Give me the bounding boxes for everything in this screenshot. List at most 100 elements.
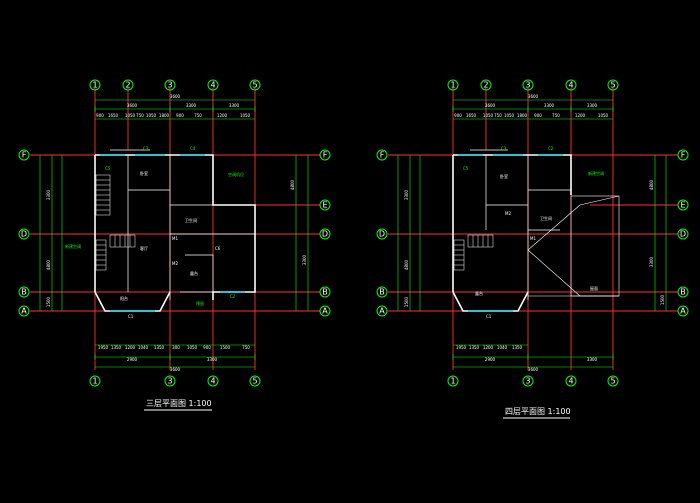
room-label: 卧室 [500, 173, 508, 179]
svg-text:1350: 1350 [512, 345, 523, 350]
axis-bubble: 2 [480, 79, 492, 91]
axis-bubble: D [319, 228, 331, 240]
svg-text:1800: 1800 [159, 113, 170, 118]
stair [95, 174, 136, 271]
svg-text:E: E [680, 201, 685, 210]
svg-text:5: 5 [610, 81, 615, 90]
axis-bubble: A [18, 305, 30, 317]
annotation: 预留 [196, 300, 204, 306]
label: C5 [105, 166, 111, 171]
svg-text:1: 1 [92, 377, 97, 386]
axis-bubble: B [376, 286, 388, 298]
label: C5 [463, 166, 469, 171]
svg-text:1650: 1650 [108, 113, 119, 118]
svg-text:1200: 1200 [575, 113, 586, 118]
third-floor-plan: 1 2 3 4 5 1 3 4 5 F D B A F E D B A [18, 79, 331, 411]
axis-bubble: D [18, 228, 30, 240]
svg-text:900: 900 [454, 113, 462, 118]
svg-text:1350: 1350 [111, 345, 122, 350]
room-label: 露台 [190, 270, 198, 276]
walls [452, 149, 572, 312]
svg-text:3: 3 [167, 81, 172, 90]
axis-bubble: 3 [164, 79, 176, 91]
bottom-dimensions: 1950 1350 1200 1040 1350 2900 3300 3600 [452, 344, 614, 372]
svg-text:F: F [681, 151, 686, 160]
svg-text:3: 3 [525, 377, 530, 386]
top-axis-bubbles: 1 2 3 4 5 [447, 79, 619, 91]
svg-text:3300: 3300 [302, 254, 307, 265]
fourth-floor-plan: 1 2 3 4 5 1 3 4 5 F D B A F E D B A 3600 [376, 79, 689, 419]
svg-text:3300: 3300 [544, 103, 555, 108]
axis-bubble: 5 [249, 375, 261, 387]
svg-text:2900: 2900 [127, 357, 138, 362]
horizontal-axis-lines [30, 154, 320, 312]
svg-text:3: 3 [525, 81, 530, 90]
svg-text:F: F [22, 151, 27, 160]
svg-text:1500: 1500 [46, 296, 51, 307]
svg-text:4: 4 [568, 81, 573, 90]
svg-text:5: 5 [252, 377, 257, 386]
svg-text:1040: 1040 [497, 345, 508, 350]
svg-text:A: A [680, 307, 686, 316]
svg-text:900: 900 [534, 113, 542, 118]
left-dimensions: 3300 4800 1500 [39, 155, 63, 311]
plan-title: 三层平面图 1:100 [144, 399, 212, 411]
axis-bubble: 1 [89, 79, 101, 91]
svg-text:1650: 1650 [466, 113, 477, 118]
label: C2 [548, 146, 554, 151]
svg-text:1: 1 [450, 81, 455, 90]
right-dimensions: 4800 3300 [290, 155, 309, 311]
bottom-axis-bubbles: 1 3 4 5 [447, 375, 619, 387]
bottom-dimensions: 1950 1350 1200 1040 1350 300 1050 900 15… [94, 344, 256, 372]
label: C1 [486, 314, 492, 319]
label: C3 [501, 146, 507, 151]
svg-text:4800: 4800 [404, 259, 409, 270]
svg-text:1050: 1050 [187, 345, 198, 350]
svg-text:D: D [379, 230, 385, 239]
label: M2 [505, 211, 511, 216]
svg-text:2: 2 [125, 81, 130, 90]
room-label: 卧室 [140, 170, 148, 176]
svg-text:3600: 3600 [170, 367, 181, 372]
label: C2 [230, 294, 236, 299]
axis-bubble: 1 [447, 375, 459, 387]
annotation: 空调机位 [228, 171, 244, 177]
annotation: 新建空调 [588, 170, 604, 176]
svg-text:4: 4 [210, 377, 215, 386]
svg-text:三层平面图 1:100: 三层平面图 1:100 [146, 399, 212, 408]
svg-text:1050: 1050 [125, 113, 136, 118]
svg-text:A: A [322, 307, 328, 316]
label: C6 [215, 246, 221, 251]
roof-outline [527, 195, 620, 297]
svg-text:3300: 3300 [587, 357, 598, 362]
svg-text:A: A [21, 307, 27, 316]
room-labels: 卧室 卫生间 露台 C5 C3 M1 M2 C1 C2 新建空调 屋面 [463, 146, 604, 319]
svg-text:4800: 4800 [649, 179, 654, 190]
axis-bubble: 4 [207, 79, 219, 91]
svg-text:1350: 1350 [469, 345, 480, 350]
svg-text:F: F [323, 151, 328, 160]
annotation: 屋面 [590, 285, 598, 291]
svg-text:750: 750 [194, 113, 202, 118]
label: C3 [143, 146, 149, 151]
svg-text:3600: 3600 [170, 94, 181, 99]
svg-text:F: F [380, 151, 385, 160]
svg-text:1: 1 [92, 81, 97, 90]
top-dimensions: 3600 3600 3300 3300 900 1650 1050 750 10… [94, 94, 256, 120]
axis-bubble: B [18, 286, 30, 298]
svg-text:1040: 1040 [138, 345, 149, 350]
svg-text:B: B [680, 288, 686, 297]
svg-text:750: 750 [136, 113, 144, 118]
svg-text:750: 750 [552, 113, 560, 118]
vertical-axis-lines [94, 88, 256, 370]
room-label: 客厅 [140, 245, 148, 251]
svg-text:1500: 1500 [220, 345, 231, 350]
svg-text:B: B [21, 288, 27, 297]
svg-text:1200: 1200 [217, 113, 228, 118]
svg-text:4800: 4800 [46, 259, 51, 270]
label: C4 [190, 146, 196, 151]
axis-bubble: 5 [249, 79, 261, 91]
horizontal-axis-lines [388, 154, 678, 312]
svg-text:1050: 1050 [598, 113, 609, 118]
axis-bubble: 5 [607, 79, 619, 91]
